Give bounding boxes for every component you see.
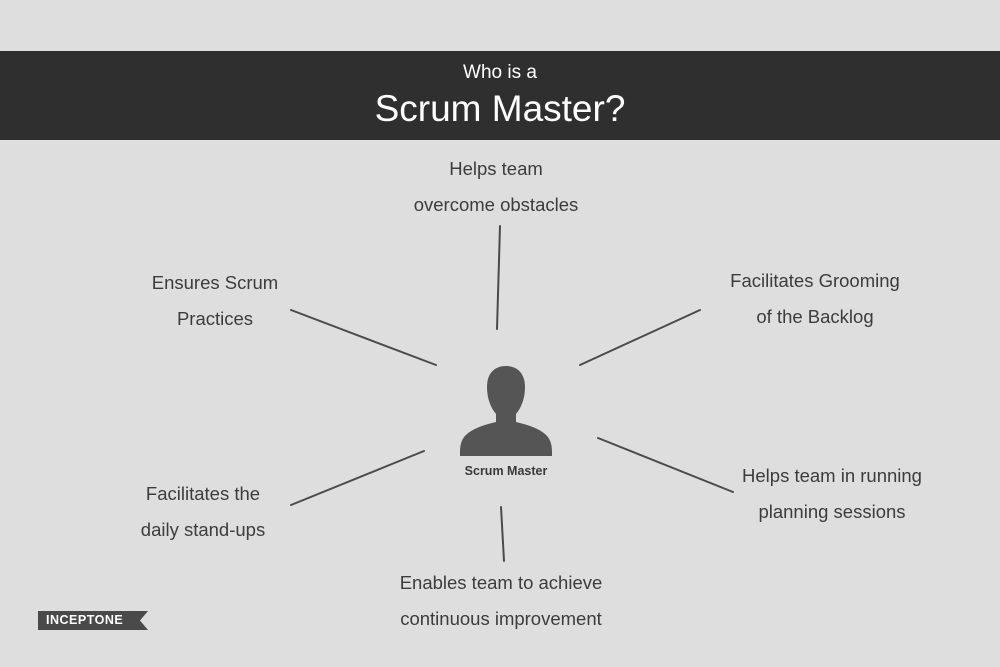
inceptone-logo: INCEPTONE xyxy=(38,611,148,630)
connector-upper-left xyxy=(290,309,437,366)
logo-badge-shape xyxy=(38,611,148,630)
logo-text: INCEPTONE xyxy=(46,613,124,627)
node-lower-right: Helps team in running planning sessions xyxy=(682,458,982,530)
node-top: Helps team overcome obstacles xyxy=(346,151,646,223)
node-upper-left-line-2: Practices xyxy=(176,308,254,329)
node-upper-right-line-2: of the Backlog xyxy=(756,306,874,327)
node-top-line-2: overcome obstacles xyxy=(413,194,579,215)
connector-upper-right xyxy=(579,309,701,366)
center-label: Scrum Master xyxy=(464,464,548,478)
title-banner: Who is a Scrum Master? xyxy=(0,51,1000,140)
connector-bottom xyxy=(500,506,505,562)
node-upper-right: Facilitates Grooming of the Backlog xyxy=(665,263,965,335)
node-lower-left-line-1: Facilitates the xyxy=(145,483,261,504)
node-top-line-1: Helps team xyxy=(449,158,543,179)
node-bottom-line-2: continuous improvement xyxy=(400,608,602,629)
person-icon xyxy=(460,366,552,456)
node-lower-right-line-1: Helps team in running xyxy=(742,465,922,486)
node-bottom: Enables team to achieve continuous impro… xyxy=(351,565,651,637)
page-title: Scrum Master? xyxy=(374,88,626,129)
node-lower-left-line-2: daily stand-ups xyxy=(140,519,266,540)
connector-lower-right xyxy=(597,437,734,493)
node-upper-left: Ensures Scrum Practices xyxy=(65,265,365,337)
node-lower-left: Facilitates the daily stand-ups xyxy=(53,476,353,548)
title-subtitle: Who is a xyxy=(463,62,537,83)
node-upper-right-line-1: Facilitates Grooming xyxy=(730,270,900,291)
node-bottom-line-1: Enables team to achieve xyxy=(399,572,603,593)
connector-lower-left xyxy=(290,450,425,506)
node-upper-left-line-1: Ensures Scrum xyxy=(151,272,279,293)
connector-top xyxy=(496,225,501,330)
node-lower-right-line-2: planning sessions xyxy=(758,501,906,522)
